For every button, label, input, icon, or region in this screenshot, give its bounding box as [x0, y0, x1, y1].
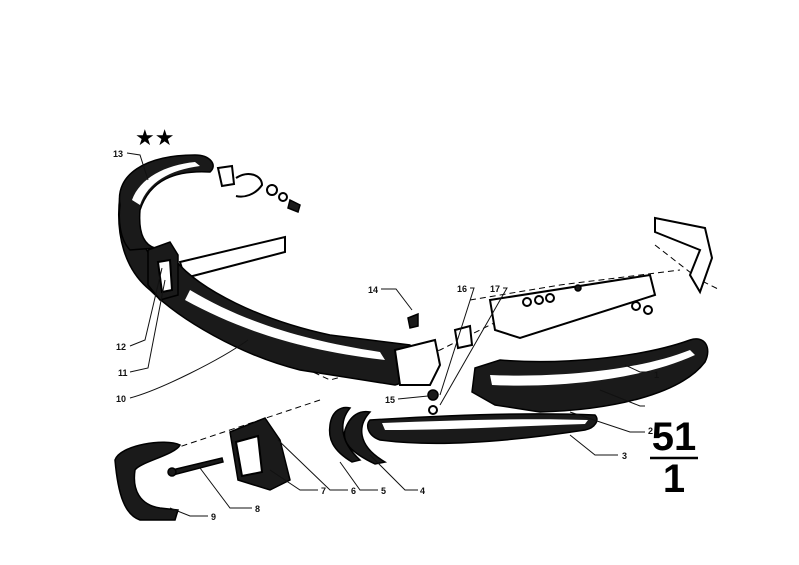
part-label-1: 1 — [654, 370, 659, 380]
part-label-16: 16 — [457, 284, 467, 294]
group-code: 51 1 — [650, 415, 698, 501]
part-label-2: 2 — [648, 426, 653, 436]
part-labels: 13 12 11 10 14 16 17 15 1 2 3 4 5 6 7 8 … — [113, 149, 659, 522]
part-label-13: 13 — [113, 149, 123, 159]
part-label-7: 7 — [321, 486, 326, 496]
part-label-5: 5 — [381, 486, 386, 496]
seal-pair — [328, 406, 388, 465]
corner-cap-left — [118, 154, 214, 251]
overrider-block — [229, 417, 291, 491]
star-marks: ★★ — [135, 126, 174, 151]
part-label-12: 12 — [116, 342, 126, 352]
part-label-6: 6 — [351, 486, 356, 496]
trim-strip — [367, 413, 598, 445]
support-bracket-right — [488, 216, 714, 340]
part-label-8: 8 — [255, 504, 260, 514]
fasteners-center — [407, 312, 474, 415]
mounting-bar-left — [178, 235, 286, 280]
clip-hardware-top — [216, 164, 301, 214]
part-label-10: 10 — [116, 394, 126, 404]
bracket-lower-left — [114, 441, 182, 521]
part-label-11: 11 — [118, 368, 128, 378]
bolt-long — [167, 457, 224, 477]
part-label-9: 9 — [211, 512, 216, 522]
part-label-15: 15 — [385, 395, 395, 405]
group-code-top: 51 — [652, 415, 697, 459]
part-label-3: 3 — [622, 451, 627, 461]
bumper-bar-right — [471, 338, 709, 413]
bracket-hardware — [522, 284, 653, 315]
group-code-bottom: 1 — [663, 457, 685, 501]
part-label-17: 17 — [490, 284, 500, 294]
part-label-4: 4 — [420, 486, 425, 496]
part-label-14: 14 — [368, 285, 378, 295]
leader-lines — [126, 152, 650, 517]
